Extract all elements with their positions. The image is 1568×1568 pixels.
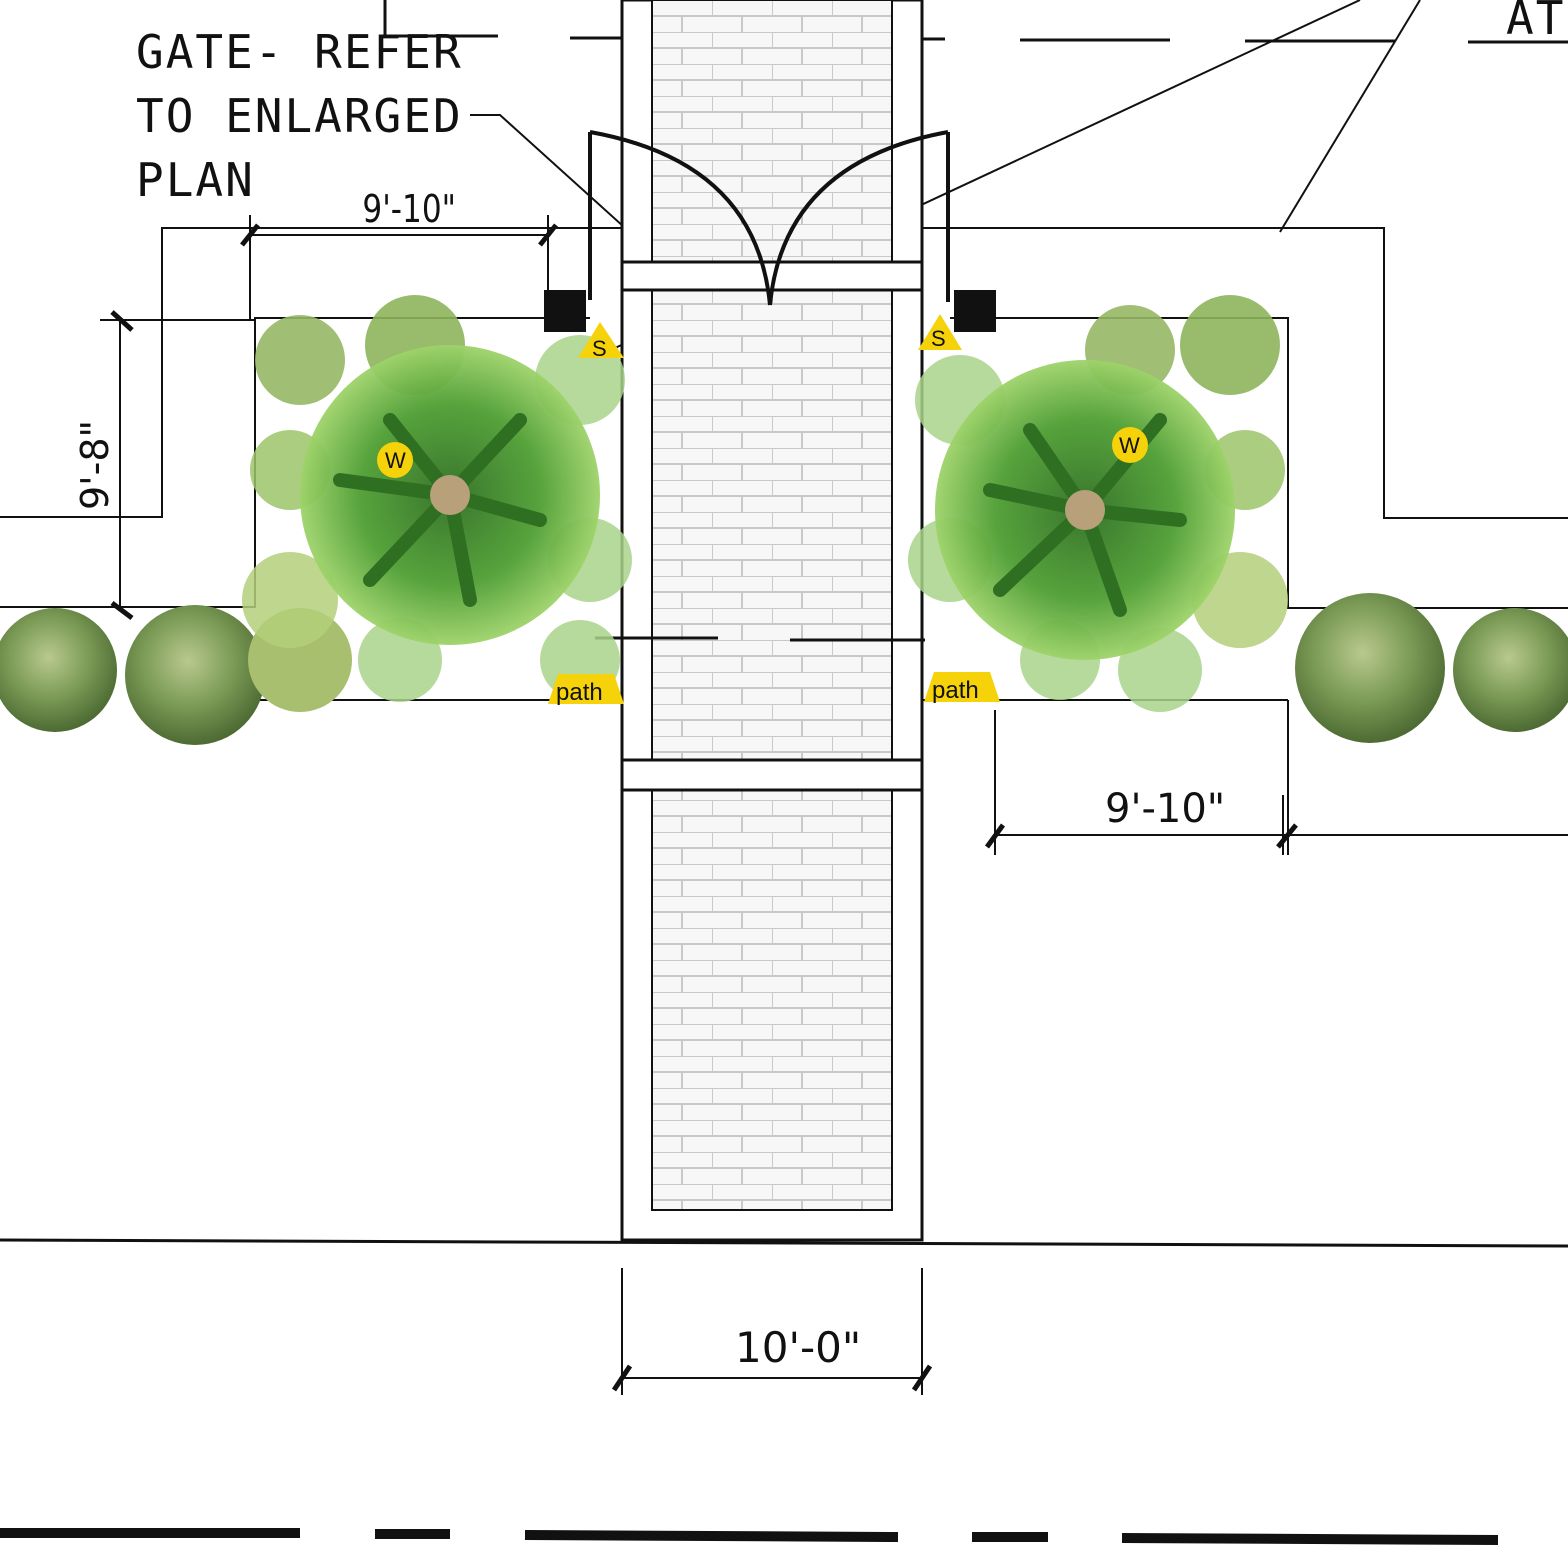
sensor-marker-right: S [918, 314, 962, 351]
dimension-top-left [240, 215, 558, 320]
planting-left [242, 295, 632, 702]
svg-text:path: path [932, 677, 979, 704]
street-edge [0, 1238, 1568, 1248]
walkway [595, 0, 925, 1242]
property-line-top [383, 0, 1568, 44]
svg-text:S: S [592, 336, 607, 361]
paver-band-2 [620, 758, 924, 792]
gate-post-left [544, 290, 586, 332]
water-marker-right: W [1112, 427, 1148, 463]
dim-left-depth-label: 9'-8" [73, 420, 117, 510]
paver-field-lower [651, 789, 893, 1211]
shrub-row-left [0, 605, 352, 745]
leader-lines [470, 0, 1421, 356]
svg-text:W: W [385, 448, 406, 473]
dimension-walkway [611, 1268, 933, 1395]
shrub [1453, 608, 1568, 732]
paver-field-middle [651, 289, 893, 761]
dim-top-left-label: 9'-10" [362, 188, 456, 232]
paver-field-upper [651, 0, 893, 263]
property-line-bottom [0, 1528, 1499, 1545]
planting-right [908, 295, 1288, 712]
shrub [1295, 593, 1445, 743]
svg-text:W: W [1119, 433, 1140, 458]
path-marker-right: path [924, 672, 1000, 704]
shrub [0, 608, 117, 732]
dim-walkway-label: 10'-0" [735, 1323, 861, 1372]
dimension-left-depth [100, 310, 255, 620]
callout-line-1: GATE- REFER [136, 25, 463, 79]
gate-callout: GATE- REFER TO ENLARGED PLAN [136, 25, 463, 207]
callout-line-3: PLAN [136, 153, 255, 207]
shrub-row-right [1295, 593, 1568, 743]
callout-top-right: AT [1506, 0, 1565, 45]
callout-line-2: TO ENLARGED [136, 89, 463, 143]
gate [544, 130, 996, 332]
water-marker-left: W [377, 442, 413, 478]
dimension-right [984, 710, 1568, 855]
gate-post-right [954, 290, 996, 332]
dim-right-label: 9'-10" [1105, 786, 1225, 832]
svg-text:S: S [931, 326, 946, 351]
sensor-marker-left: S [578, 322, 624, 361]
path-marker-left: path [548, 674, 624, 706]
shrub [125, 605, 265, 745]
svg-text:path: path [556, 679, 603, 706]
